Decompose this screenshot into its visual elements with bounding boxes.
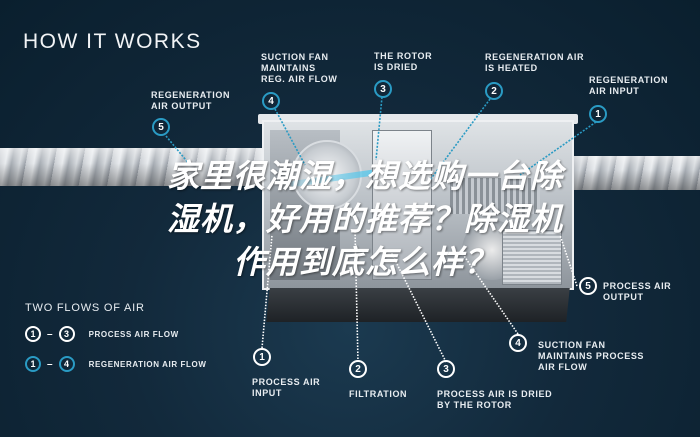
callout-number-badge: 5 — [579, 277, 597, 295]
callout-number-badge: 3 — [437, 360, 455, 378]
callout-label-suction-fan-reg: SUCTION FAN MAINTAINS REG. AIR FLOW — [261, 52, 338, 84]
headline-line-2: 湿机，好用的推荐？除湿机 — [166, 200, 563, 238]
callout-label-regeneration-air-heated: REGENERATION AIR IS HEATED — [485, 52, 585, 73]
callout-number-badge: 1 — [253, 348, 271, 366]
callout-number-badge: 3 — [374, 80, 392, 98]
legend-row-regeneration: 1 – 4 REGENERATION AIR FLOW — [25, 356, 207, 372]
callout-number-badge: 2 — [485, 82, 503, 100]
headline-overlay: 家里很潮湿，想选购一台除 湿机，好用的推荐？除湿机 作用到底怎么样？ — [20, 155, 700, 284]
callout-label-process-air-input: PROCESS AIR INPUT — [252, 377, 321, 398]
left-duct — [0, 148, 300, 186]
callout-number-badge: 4 — [509, 334, 527, 352]
legend-to-badge: 4 — [58, 356, 75, 372]
callout-number-badge: 5 — [152, 118, 170, 136]
callout-number-badge: 4 — [262, 92, 280, 110]
page-title: HOW IT WORKS — [23, 30, 202, 53]
legend-dash: – — [47, 358, 53, 370]
legend-dash: – — [47, 328, 53, 340]
legend-from-badge: 1 — [25, 356, 41, 372]
legend-title: TWO FLOWS OF AIR — [25, 302, 145, 314]
callout-label-regeneration-air-output: REGENERATION AIR OUTPUT — [151, 90, 231, 111]
legend-to-badge: 3 — [58, 326, 75, 342]
unit-base — [266, 288, 570, 322]
heater-grille — [450, 178, 540, 214]
legend-label: REGENERATION AIR FLOW — [88, 359, 207, 369]
callout-label-regeneration-air-input: REGENERATION AIR INPUT — [589, 75, 669, 96]
legend-from-badge: 1 — [25, 326, 41, 342]
callout-label-filtration: FILTRATION — [349, 389, 408, 399]
callout-label-process-air-dried: PROCESS AIR IS DRIED BY THE ROTOR — [437, 389, 553, 410]
unit-top-edge — [258, 114, 578, 124]
callout-label-process-air-output: PROCESS AIR OUTPUT — [603, 281, 672, 302]
headline-line-1: 家里很潮湿，想选购一台除 — [166, 157, 563, 195]
dehumidifier-unit — [258, 114, 578, 322]
legend-row-process: 1 – 3 PROCESS AIR FLOW — [25, 326, 179, 342]
callout-label-rotor-dried: THE ROTOR IS DRIED — [374, 51, 433, 72]
legend-label: PROCESS AIR FLOW — [88, 329, 179, 339]
callout-number-badge: 2 — [349, 360, 367, 378]
headline-line-3: 作用到底怎么样？ — [232, 243, 497, 281]
callout-number-badge: 1 — [589, 105, 607, 123]
callout-label-suction-fan-process: SUCTION FAN MAINTAINS PROCESS AIR FLOW — [538, 340, 645, 372]
